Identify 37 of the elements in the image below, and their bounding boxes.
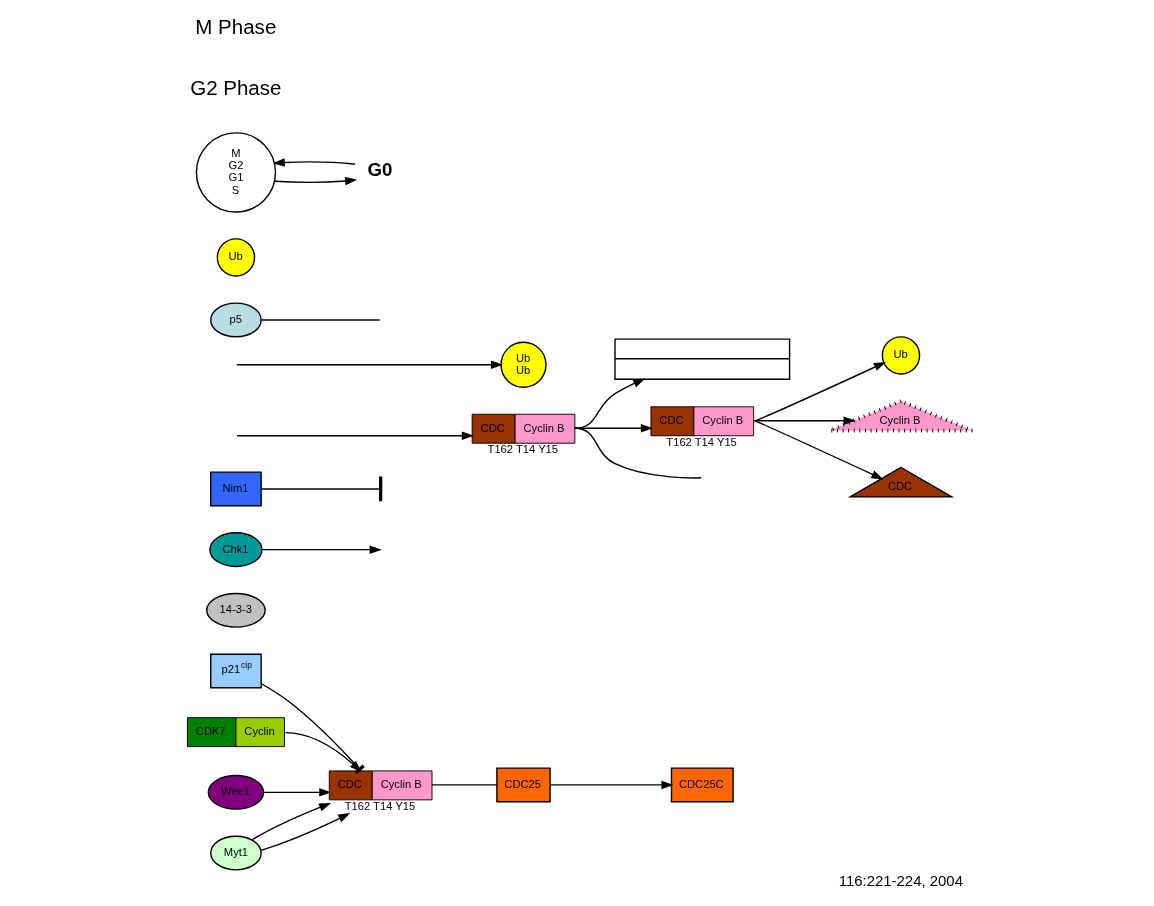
arrow [235, 360, 503, 370]
arrow [259, 813, 350, 852]
arrow [753, 416, 856, 426]
arrow [753, 420, 884, 480]
arrow [273, 176, 357, 186]
connector [430, 784, 497, 786]
connector [573, 427, 702, 479]
node-circle: Ub [881, 336, 920, 375]
connector [260, 488, 380, 490]
arrow [753, 361, 886, 422]
connector [260, 319, 380, 321]
node-label: T162 T14 Y15 [665, 435, 737, 448]
node-ellipse: Chk1 [208, 532, 263, 568]
node-box: p21$^{cip}$ [209, 653, 262, 689]
node-ellipse: Myt1 [209, 835, 262, 871]
node-circle: Ub [216, 238, 255, 277]
node-ellipse: Wee1 [207, 774, 264, 810]
node-box: Nim1 [209, 471, 262, 507]
label: G2 Phase [189, 75, 281, 99]
arrow [250, 802, 331, 841]
node-label: T162 T14 Y15 [344, 799, 415, 812]
arrow [260, 545, 382, 554]
node-circle: M G2 G1 S [195, 132, 276, 213]
node-ellipse: 14-3-3 [205, 592, 266, 628]
caption: 116:221-224, 2004 [838, 871, 963, 889]
arrow [548, 780, 674, 790]
label: M Phase [194, 14, 276, 38]
arrow [262, 788, 331, 797]
arrow [235, 431, 474, 440]
node-label: T162 T14 Y15 [487, 443, 558, 456]
arrow [573, 378, 645, 429]
arrow [272, 158, 356, 167]
node-box: CDC25 [495, 767, 551, 803]
node-circle: Ub Ub [499, 341, 547, 388]
node-box: CDC25C [670, 767, 734, 803]
node-text: G0 [367, 159, 392, 181]
node-ellipse: p5 [209, 302, 262, 338]
